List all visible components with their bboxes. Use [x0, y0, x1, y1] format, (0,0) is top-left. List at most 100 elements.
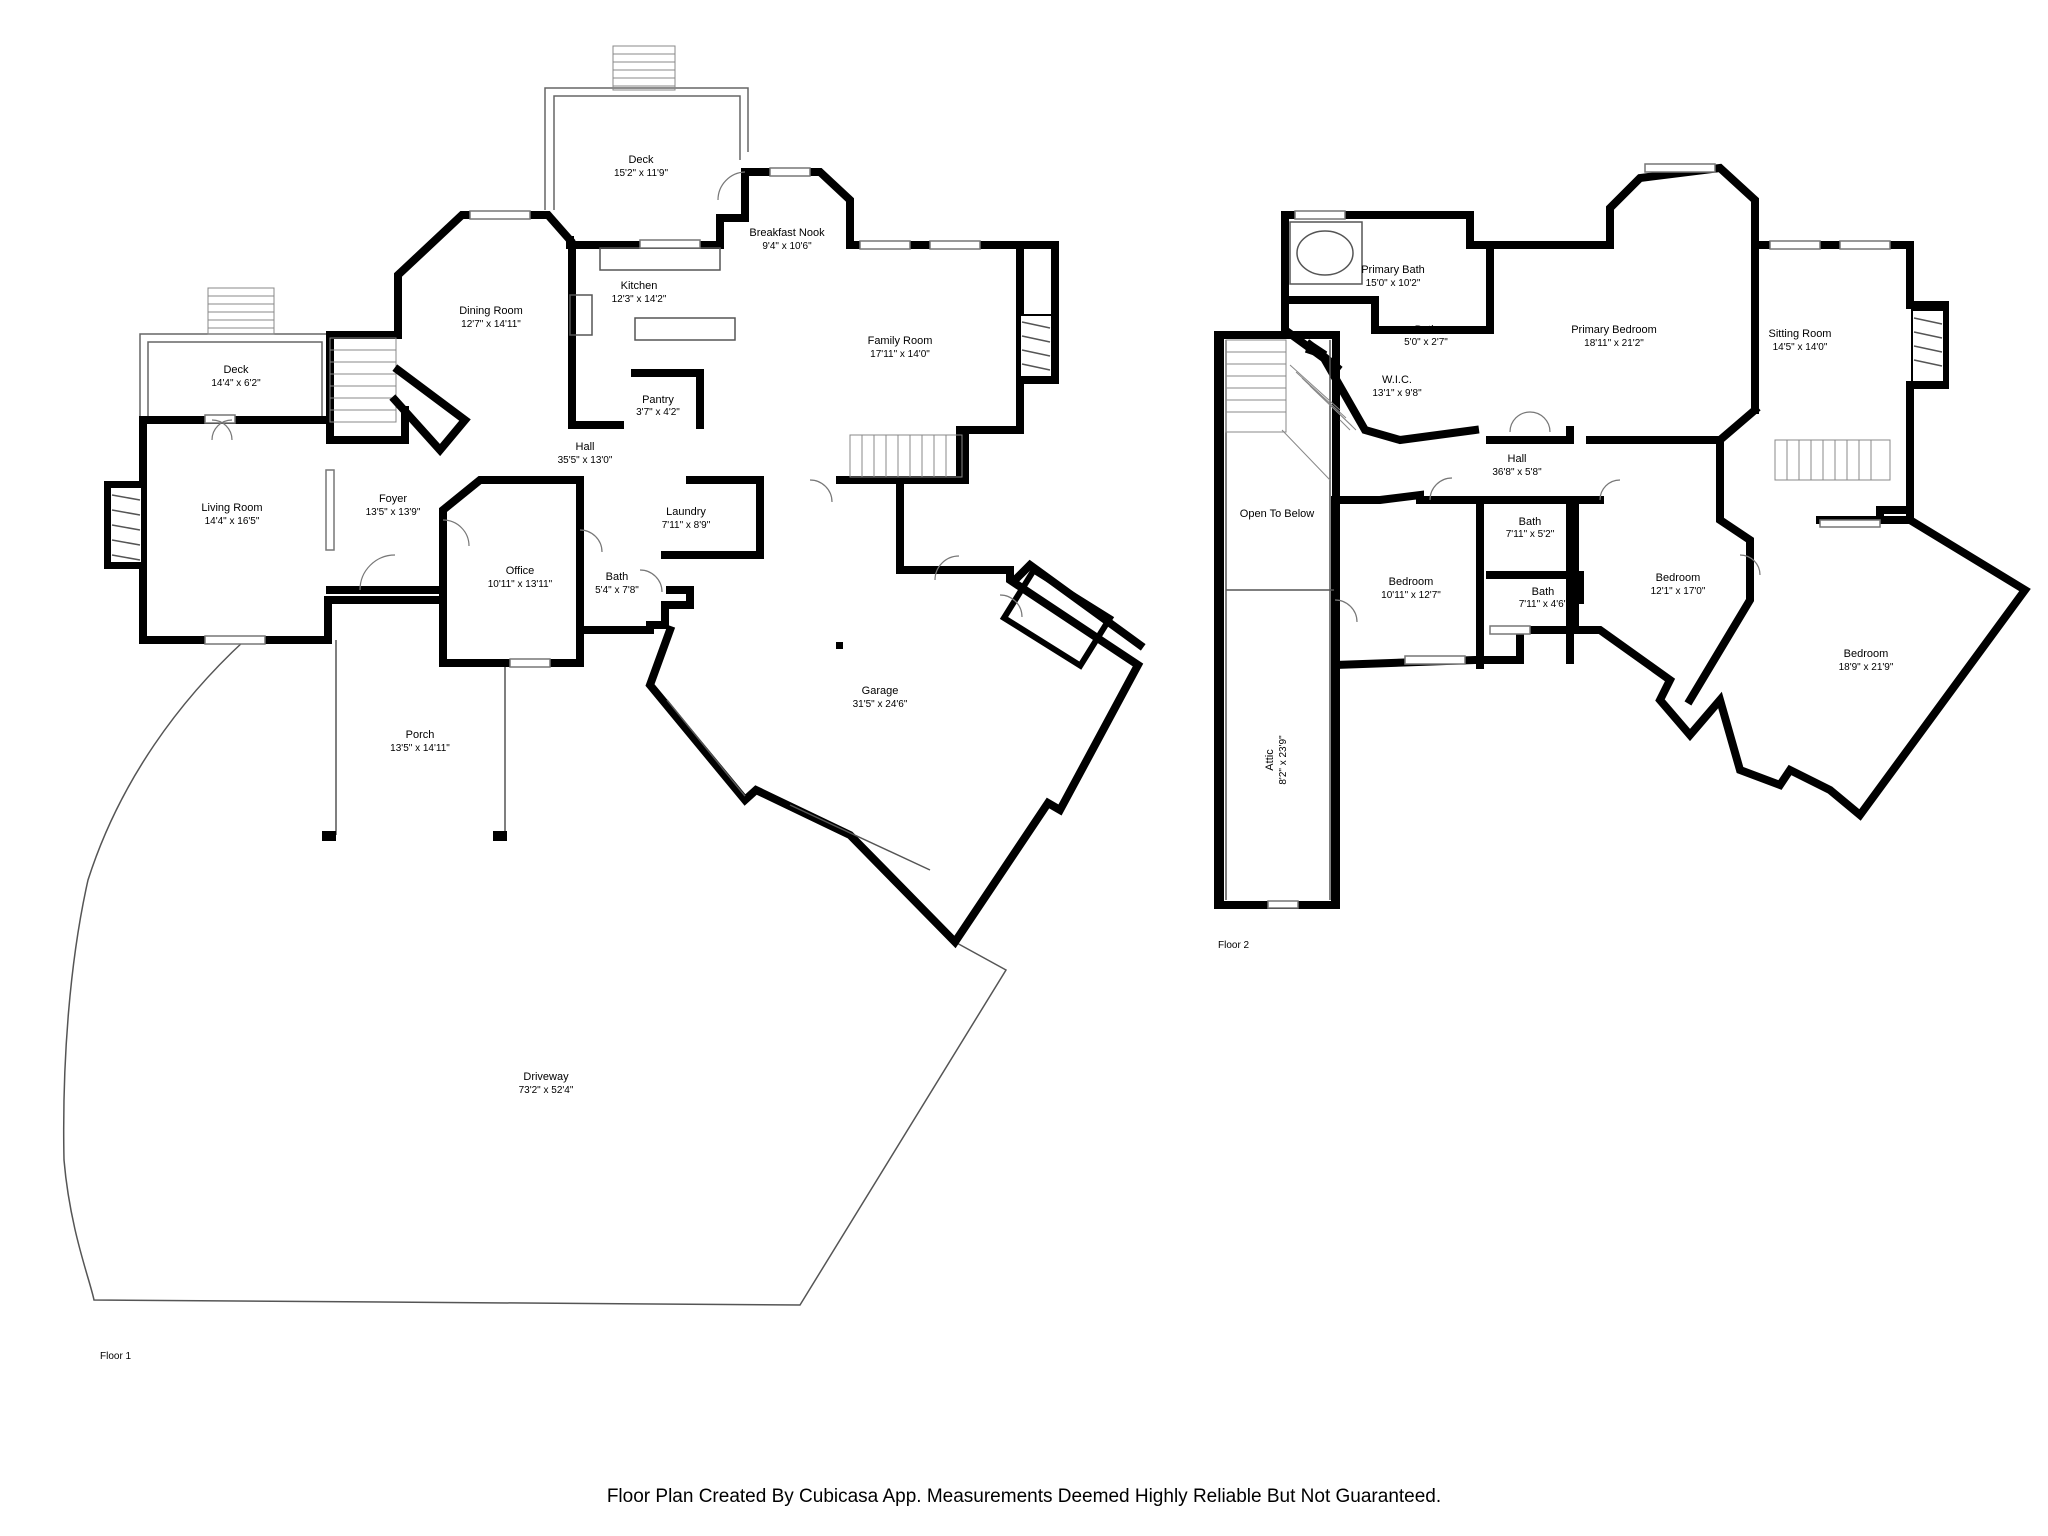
- room-name: Primary Bath: [1361, 264, 1425, 276]
- room-dimensions: 10'11" x 12'7": [1381, 590, 1441, 601]
- porch-post-left: [322, 831, 336, 841]
- room-bath-2a: Bath 7'11" x 5'2": [1506, 516, 1555, 540]
- room-name: Hall: [1508, 453, 1527, 465]
- room-name: Kitchen: [621, 280, 658, 292]
- deck-left-stairs: [207, 287, 275, 335]
- room-dimensions: 18'9" x 21'9": [1839, 662, 1894, 673]
- room-name: Open To Below: [1240, 508, 1314, 520]
- room-office: Office 10'11" x 13'11": [488, 565, 553, 590]
- room-kitchen: Kitchen 12'3" x 14'2": [612, 280, 667, 305]
- room-deck-left: Deck 14'4" x 6'2": [211, 364, 261, 389]
- room-name: Hall: [576, 441, 595, 453]
- floor-1-garage-stair: [849, 434, 963, 478]
- room-name: W.I.C.: [1382, 374, 1412, 386]
- room-name: Breakfast Nook: [749, 227, 825, 239]
- room-name: Family Room: [868, 335, 933, 347]
- room-garage: Garage 31'5" x 24'6": [853, 685, 908, 710]
- room-dimensions: 31'5" x 24'6": [853, 699, 908, 710]
- room-dimensions: 14'5" x 14'0": [1773, 342, 1828, 353]
- room-name: Sitting Room: [1769, 328, 1832, 340]
- room-name: Laundry: [666, 506, 706, 518]
- kitchen-counter-top: [599, 247, 721, 271]
- room-dimensions: 13'5" x 14'11": [390, 743, 450, 754]
- room-dimensions: 10'11" x 13'11": [488, 579, 553, 590]
- floor-1-main-stair: [329, 337, 397, 423]
- garage-windows: [666, 699, 931, 871]
- room-dimensions: 15'2" x 11'9": [614, 168, 669, 179]
- floor-2-plan: Primary Bath 15'0" x 10'2" Bath 5'0" x 2…: [1214, 163, 2031, 951]
- room-name: Bath: [1415, 324, 1438, 336]
- room-name: Deck: [223, 364, 249, 376]
- room-dimensions: 35'5" x 13'0": [558, 455, 613, 466]
- room-dimensions: 7'11" x 8'9": [662, 520, 711, 531]
- room-bedroom-b: Bedroom 12'1" x 17'0": [1651, 572, 1706, 597]
- room-dimensions: 18'11" x 21'2": [1584, 338, 1644, 349]
- room-breakfast-nook: Breakfast Nook 9'4" x 10'6": [749, 227, 825, 252]
- floor-2-label: Floor 2: [1218, 940, 1250, 951]
- room-bath-1: Bath 5'4" x 7'8": [595, 571, 639, 596]
- room-dimensions: 5'0" x 2'7": [1404, 337, 1448, 348]
- room-dimensions: 13'5" x 13'9": [366, 507, 421, 518]
- room-family-room: Family Room 17'11" x 14'0": [868, 335, 933, 360]
- room-dimensions: 12'7" x 14'11": [461, 319, 521, 330]
- deck-top-stairs: [612, 45, 676, 91]
- room-dimensions: 14'4" x 16'5": [205, 516, 260, 527]
- garage-center-marker: [836, 642, 843, 649]
- deck-top-outline: [544, 87, 749, 210]
- porch-post-right: [493, 831, 507, 841]
- room-open-to-below: Open To Below: [1240, 508, 1314, 520]
- room-name: Bath: [1519, 516, 1542, 528]
- room-deck-top: Deck 15'2" x 11'9": [614, 154, 669, 179]
- floor-1-doors: [211, 171, 1023, 618]
- room-dimensions: 73'2" x 52'4": [519, 1085, 574, 1096]
- room-dimensions: 7'11" x 5'2": [1506, 529, 1555, 540]
- room-name: Bedroom: [1844, 648, 1889, 660]
- floor-1-plan: Deck 15'2" x 11'9" Breakfast Nook 9'4" x…: [62, 45, 1146, 1362]
- room-dining-room: Dining Room 12'7" x 14'11": [459, 305, 523, 330]
- room-name: Attic: [1264, 749, 1276, 771]
- room-dimensions: 7'11" x 4'6": [1519, 599, 1568, 610]
- room-attic: Attic 8'2" x 23'9": [1264, 735, 1289, 785]
- deck-left-outline: [139, 333, 331, 420]
- room-dimensions: 36'8" x 5'8": [1492, 467, 1542, 478]
- room-dimensions: 12'1" x 17'0": [1651, 586, 1706, 597]
- room-name: Bedroom: [1656, 572, 1701, 584]
- room-hall-2: Hall 36'8" x 5'8": [1492, 453, 1542, 478]
- room-name: Primary Bedroom: [1571, 324, 1657, 336]
- room-name: Living Room: [201, 502, 262, 514]
- room-sitting-room: Sitting Room 14'5" x 14'0": [1769, 328, 1832, 353]
- room-dimensions: 9'4" x 10'6": [762, 241, 812, 252]
- room-bedroom-a: Bedroom 10'11" x 12'7": [1381, 576, 1441, 601]
- disclaimer-footer: Floor Plan Created By Cubicasa App. Meas…: [606, 1486, 1442, 1507]
- kitchen-counter-left: [569, 294, 593, 336]
- room-name: Bedroom: [1389, 576, 1434, 588]
- floor-2-windows: [1294, 163, 1891, 665]
- room-dimensions: 14'4" x 6'2": [211, 378, 261, 389]
- room-name: Deck: [628, 154, 654, 166]
- room-name: Bath: [606, 571, 629, 583]
- garage-storage-box: [999, 566, 1115, 670]
- room-dimensions: 5'4" x 7'8": [595, 585, 639, 596]
- attic-outline: [1216, 331, 1340, 909]
- room-dimensions: 12'3" x 14'2": [612, 294, 667, 305]
- room-bath-small: Bath 5'0" x 2'7": [1404, 324, 1448, 348]
- room-porch: Porch 13'5" x 14'11": [390, 729, 450, 754]
- kitchen-island: [634, 317, 736, 341]
- room-name: Porch: [406, 729, 435, 741]
- room-name: Pantry: [642, 394, 674, 406]
- room-name: Garage: [862, 685, 899, 697]
- room-name: Foyer: [379, 493, 407, 505]
- floor-1-label: Floor 1: [100, 1351, 132, 1362]
- room-hall-1: Hall 35'5" x 13'0": [558, 441, 613, 466]
- room-pantry: Pantry 3'7" x 4'2": [636, 394, 680, 418]
- room-dimensions: 13'1" x 9'8": [1372, 388, 1422, 399]
- primary-bath-tub: [1289, 221, 1363, 285]
- room-dimensions: 3'7" x 4'2": [636, 407, 680, 418]
- driveway-outline: [62, 639, 1008, 1306]
- floor-2-stair-right: [1774, 439, 1891, 481]
- room-name: Office: [506, 565, 535, 577]
- room-laundry: Laundry 7'11" x 8'9": [662, 506, 711, 531]
- floor-1-windows: [204, 167, 981, 668]
- room-foyer: Foyer 13'5" x 13'9": [366, 493, 421, 518]
